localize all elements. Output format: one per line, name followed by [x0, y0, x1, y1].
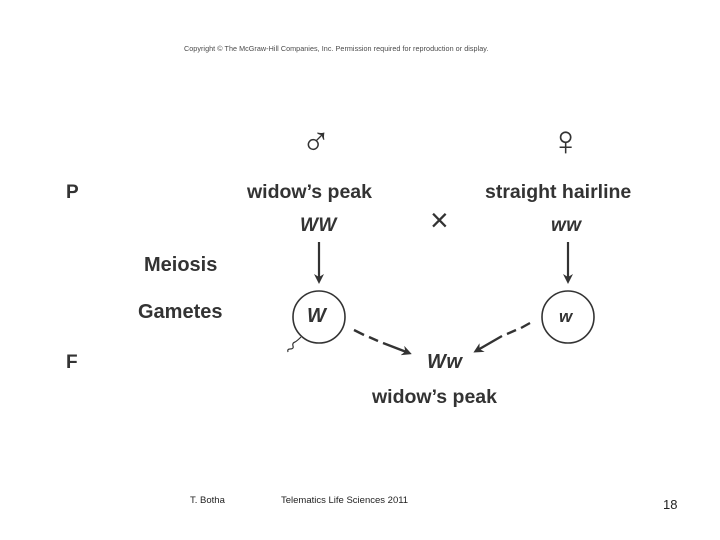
male-gamete-allele: W [307, 305, 327, 327]
copyright-notice: Copyright © The McGraw-Hill Companies, I… [184, 44, 489, 53]
female-fertilization-arrow [476, 321, 531, 351]
female-genotype: ww [551, 215, 582, 236]
meiosis-label: Meiosis [144, 254, 218, 276]
male-genotype: WW [300, 215, 337, 236]
female-phenotype: straight hairline [485, 181, 632, 203]
offspring-genotype: Ww [427, 351, 463, 373]
footer-author: T. Botha [190, 495, 225, 506]
gametes-label: Gametes [138, 301, 223, 323]
male-fertilization-arrow [353, 328, 409, 353]
generation-f-label: F [66, 352, 78, 373]
generation-p-label: P [66, 182, 79, 203]
page-number: 18 [663, 497, 678, 512]
sperm-tail [287, 336, 302, 353]
female-gamete-circle [541, 290, 595, 344]
footer-course: Telematics Life Sciences 2011 [281, 495, 409, 506]
female-symbol-icon: ♀ [550, 117, 582, 164]
female-gamete-allele: w [559, 307, 573, 326]
male-gamete-circle [292, 290, 346, 344]
male-phenotype: widow’s peak [247, 181, 372, 203]
male-symbol-icon: ♂ [301, 120, 331, 164]
cross-symbol-icon: × [430, 202, 449, 238]
offspring-phenotype: widow’s peak [372, 386, 497, 408]
